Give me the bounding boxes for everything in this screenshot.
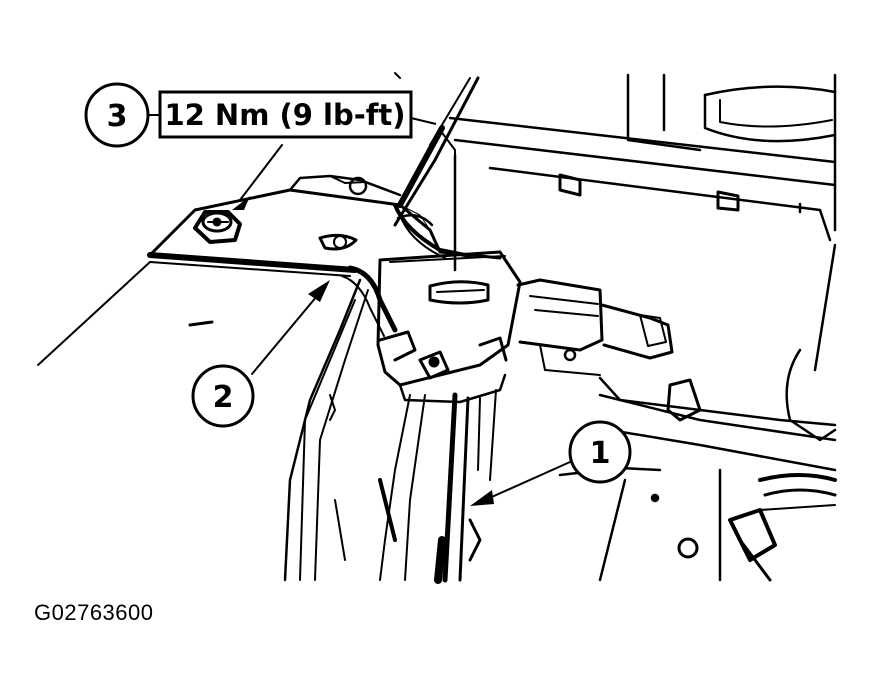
torque-spec-label: 12 Nm (9 lb-ft) <box>164 98 405 132</box>
callout-number: 2 <box>213 380 234 415</box>
callout-number: 3 <box>107 99 128 134</box>
callout-circle <box>568 420 632 484</box>
callout-3: 3 12 Nm (9 lb-ft) <box>84 82 437 148</box>
callout-2: 2 <box>191 364 255 428</box>
vertical-rods <box>378 72 497 584</box>
torque-spec-box <box>158 90 413 139</box>
sensor-module <box>376 250 522 404</box>
arrowhead-3 <box>232 196 250 210</box>
background-panels <box>448 73 837 582</box>
callout-number: 1 <box>590 436 611 471</box>
arrowheads <box>232 196 494 506</box>
wiring-harness <box>341 203 472 337</box>
mounting-bolt <box>193 210 242 244</box>
electrical-connector <box>516 278 702 422</box>
callout-circle <box>191 364 255 428</box>
arrowhead-2 <box>308 280 330 302</box>
callout-1: 1 <box>568 420 632 484</box>
panel-edges <box>188 278 369 582</box>
figure-id-label: G02763600 <box>34 600 154 625</box>
leader-lines <box>37 144 571 501</box>
mounting-bracket <box>147 174 502 277</box>
arrowhead-1 <box>470 490 494 506</box>
